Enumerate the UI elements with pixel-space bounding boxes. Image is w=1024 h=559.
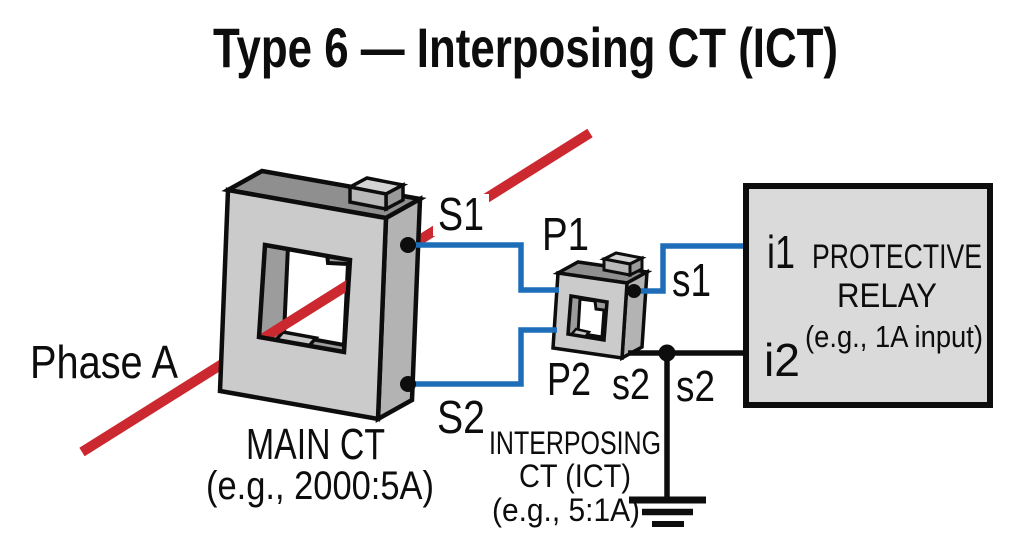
ict-terminal-label-p2: P2 bbox=[547, 353, 591, 405]
main-ct bbox=[217, 168, 427, 423]
main-ct-front-face bbox=[217, 187, 389, 422]
relay-terminal-i1: i1 bbox=[767, 226, 795, 278]
wire-s1-to-i1 bbox=[634, 243, 748, 294]
ict-label-line1: INTERPOSING bbox=[489, 425, 661, 461]
ict-terminal-label-s2: s2 bbox=[612, 360, 650, 409]
phase-a-conductor-through-window bbox=[259, 245, 350, 352]
ict-ratio: (e.g., 5:1A) bbox=[492, 492, 640, 528]
wire-s1-to-p1 bbox=[408, 242, 559, 293]
main-ct-terminal-dot-s1 bbox=[400, 237, 416, 253]
relay-box bbox=[743, 183, 993, 408]
phase-a-label: Phase A bbox=[30, 336, 178, 388]
main-ct-terminal-label-s1: S1 bbox=[438, 188, 484, 240]
ict-front-face bbox=[551, 270, 629, 361]
ground-branch-label-s2: s2 bbox=[676, 362, 715, 411]
ground-wiring bbox=[628, 350, 748, 527]
relay-name-line2: RELAY bbox=[837, 277, 937, 315]
relay-terminal-i2: i2 bbox=[764, 334, 800, 386]
relay-name-line1: PROTECTIVE bbox=[812, 238, 982, 276]
interposing-ct bbox=[551, 251, 653, 362]
secondary-wires bbox=[408, 242, 748, 387]
page-title: Type 6 — Interposing CT (ICT) bbox=[213, 16, 838, 79]
ict-terminal-block bbox=[599, 251, 647, 278]
ict-terminal-dot-s1 bbox=[627, 284, 641, 298]
ict-label-line2: CT (ICT) bbox=[519, 458, 631, 494]
main-ct-terminal-block bbox=[344, 176, 409, 212]
ict-terminal-label-s1: s1 bbox=[672, 254, 711, 306]
ground-symbol bbox=[629, 496, 706, 527]
main-ct-terminal-dot-s2 bbox=[400, 376, 416, 392]
junction-dot bbox=[658, 344, 676, 362]
relay-rating: (e.g., 1A input) bbox=[805, 319, 983, 354]
main-ct-terminal-label-s2: S2 bbox=[437, 391, 485, 443]
main-ct-label: MAIN CT bbox=[246, 420, 385, 469]
ict-terminal-label-p1: P1 bbox=[542, 208, 589, 260]
s1-label-knockout bbox=[433, 194, 489, 236]
main-ct-ratio: (e.g., 2000:5A) bbox=[206, 464, 434, 508]
wire-s2-to-p2 bbox=[408, 327, 557, 387]
